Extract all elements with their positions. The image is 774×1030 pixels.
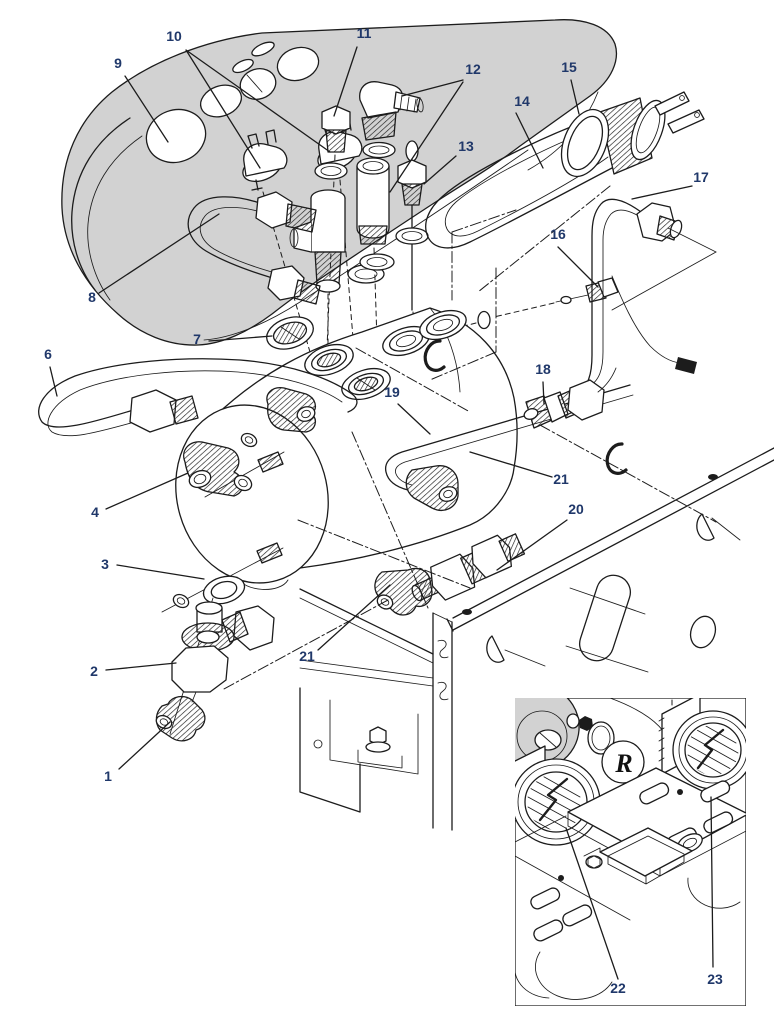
pipe-19 [384, 384, 634, 511]
boiler-cover [61, 19, 618, 346]
part-label-16: 16 [550, 226, 566, 242]
logo-badge: R [601, 740, 645, 784]
part-label-19: 19 [384, 384, 400, 400]
part-labels: 9 10 11 12 15 14 13 17 16 8 7 6 18 19 4 … [44, 25, 723, 996]
elbow-and-tube-12 [356, 81, 424, 373]
chassis-bolt [357, 726, 403, 769]
leader-lines [49, 46, 714, 980]
inset-detail-view: R [515, 698, 746, 1006]
part-label-23: 23 [707, 971, 723, 987]
part-label-7: 7 [193, 331, 201, 347]
element-terminals [654, 91, 705, 134]
part-label-1: 1 [104, 768, 112, 784]
union-nut-2b [221, 605, 275, 651]
heating-element-14 [425, 91, 705, 293]
part-label-15: 15 [561, 59, 577, 75]
elbow-union-19 [405, 465, 459, 511]
logo-letter: R [614, 749, 632, 778]
port [341, 367, 391, 401]
part-label-11: 11 [357, 25, 372, 41]
part-label-8: 8 [88, 289, 96, 305]
fitting-18 [523, 367, 617, 429]
port [419, 309, 467, 341]
pressurestat-left [242, 129, 288, 191]
elbow-union-21b [221, 567, 433, 691]
pipe-8 [187, 191, 321, 305]
elbow-1 [155, 695, 206, 742]
steam-knob [515, 698, 580, 793]
part-label-14: 14 [514, 93, 530, 109]
part-label-22: 22 [610, 980, 626, 996]
fitting-2-stack [155, 597, 275, 742]
sensor-16 [431, 275, 697, 374]
part-label-10: 10 [166, 28, 182, 44]
t-fitting [289, 189, 346, 351]
pipe-6 [38, 358, 358, 437]
part-label-13: 13 [458, 138, 474, 154]
part-label-21: 21 [553, 471, 569, 487]
part-label-20: 20 [568, 501, 584, 517]
machine-deck [515, 767, 746, 1000]
boiler-ports [266, 309, 467, 401]
temp-probe-13 [395, 140, 429, 337]
part-label-9: 9 [114, 55, 122, 71]
port [304, 343, 354, 377]
port [382, 325, 430, 357]
part-label-6: 6 [44, 346, 52, 362]
chassis-frame [297, 209, 774, 831]
part-label-3: 3 [101, 556, 109, 572]
elbow-fitting-4 [183, 441, 244, 497]
fitting-7 [266, 316, 314, 350]
pressure-gauge-left [515, 745, 601, 846]
pipe-17 [569, 198, 717, 399]
part-label-18: 18 [535, 361, 551, 377]
elbow-union-6 [266, 387, 317, 433]
extension-tube [356, 157, 390, 245]
valve-20 [411, 533, 526, 602]
part-label-4: 4 [91, 504, 99, 520]
pressure-gauge-right [658, 698, 746, 790]
part-label-2: 2 [90, 663, 98, 679]
part-label-21b: 21 [299, 648, 315, 664]
c-clip-rings [423, 339, 628, 475]
element-gasket-15 [560, 108, 610, 178]
part-label-12: 12 [465, 61, 481, 77]
part-label-17: 17 [693, 169, 709, 185]
